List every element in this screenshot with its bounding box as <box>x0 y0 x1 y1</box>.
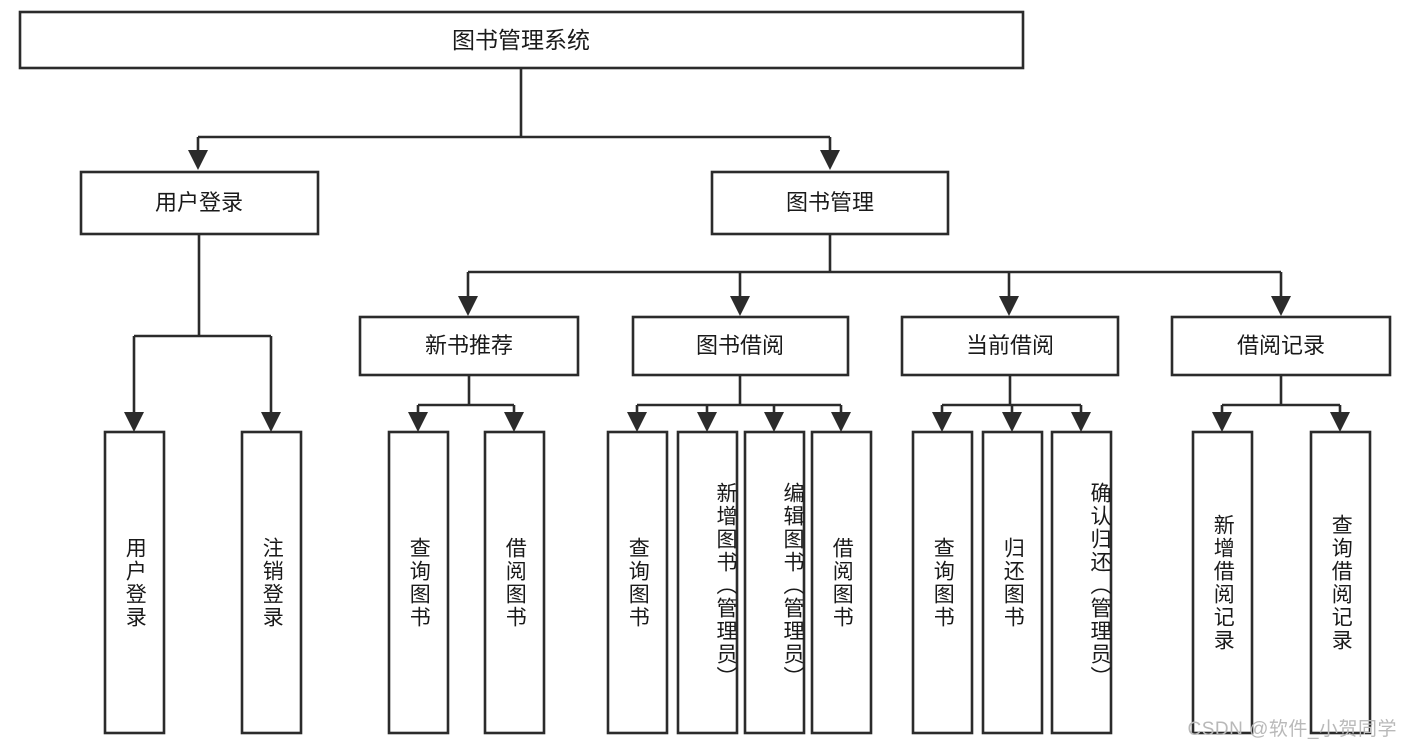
node-book-manage[interactable]: 图书管理 <box>710 170 950 236</box>
borrow-record-box[interactable] <box>1170 315 1392 377</box>
leaf-box-borrow-record-2[interactable] <box>1309 430 1372 735</box>
new-book-label: 新书推荐 <box>425 333 513 358</box>
arrowhead-currentborrow-leaf-1 <box>932 412 952 432</box>
book-borrow-box[interactable] <box>631 315 850 377</box>
leaf-box-new-book-1[interactable] <box>387 430 450 735</box>
arrowhead-newbook-leaf-1 <box>408 412 428 432</box>
arrowhead-bookborrow-leaf-4 <box>831 412 851 432</box>
node-current-borrow[interactable]: 当前借阅 <box>900 315 1120 377</box>
leaf-box-current-borrow-2[interactable] <box>981 430 1044 735</box>
arrowhead-userlogin-leaf-1 <box>124 412 144 432</box>
borrow-record-label: 借阅记录 <box>1237 333 1325 358</box>
arrowhead-to-book-borrow <box>730 296 750 316</box>
book-manage-label: 图书管理 <box>786 190 874 215</box>
arrowhead-to-current-borrow <box>999 296 1019 316</box>
leaf-box-current-borrow-1[interactable] <box>911 430 974 735</box>
node-new-book[interactable]: 新书推荐 <box>358 315 580 377</box>
book-borrow-label: 图书借阅 <box>696 333 784 358</box>
arrowhead-newbook-leaf-2 <box>504 412 524 432</box>
arrowhead-to-new-book <box>458 296 478 316</box>
leaf-box-user-login-2[interactable] <box>240 430 303 735</box>
arrowhead-currentborrow-leaf-2 <box>1002 412 1022 432</box>
arrowhead-userlogin-leaf-2 <box>261 412 281 432</box>
leaf-box-current-borrow-3[interactable] <box>1050 430 1113 735</box>
arrowhead-borrowrecord-leaf-1 <box>1212 412 1232 432</box>
arrowhead-to-borrow-record <box>1271 296 1291 316</box>
new-book-box[interactable] <box>358 315 580 377</box>
arrowhead-to-user-login <box>188 150 208 170</box>
node-borrow-record[interactable]: 借阅记录 <box>1170 315 1392 377</box>
user-login-label: 用户登录 <box>155 190 243 215</box>
arrowhead-borrowrecord-leaf-2 <box>1330 412 1350 432</box>
arrowhead-bookborrow-leaf-3 <box>764 412 784 432</box>
arrowhead-bookborrow-leaf-1 <box>627 412 647 432</box>
node-root[interactable]: 图书管理系统 <box>18 10 1025 70</box>
book-manage-box[interactable] <box>710 170 950 236</box>
root-box[interactable] <box>18 10 1025 70</box>
leaf-box-new-book-2[interactable] <box>483 430 546 735</box>
watermark-text: CSDN @软件_小贺同学 <box>1187 719 1397 740</box>
leaf-box-book-borrow-4[interactable] <box>810 430 873 735</box>
root-label: 图书管理系统 <box>452 27 590 53</box>
node-user-login[interactable]: 用户登录 <box>79 170 320 236</box>
current-borrow-box[interactable] <box>900 315 1120 377</box>
leaf-box-book-borrow-3[interactable] <box>743 430 806 735</box>
arrowhead-bookborrow-leaf-2 <box>697 412 717 432</box>
leaf-box-user-login-1[interactable] <box>103 430 166 735</box>
leaf-box-book-borrow-1[interactable] <box>606 430 669 735</box>
node-book-borrow[interactable]: 图书借阅 <box>631 315 850 377</box>
arrowhead-currentborrow-leaf-3 <box>1071 412 1091 432</box>
arrowhead-to-book-manage <box>820 150 840 170</box>
current-borrow-label: 当前借阅 <box>966 333 1054 358</box>
leaf-box-borrow-record-1[interactable] <box>1191 430 1254 735</box>
leaf-box-book-borrow-2[interactable] <box>676 430 739 735</box>
